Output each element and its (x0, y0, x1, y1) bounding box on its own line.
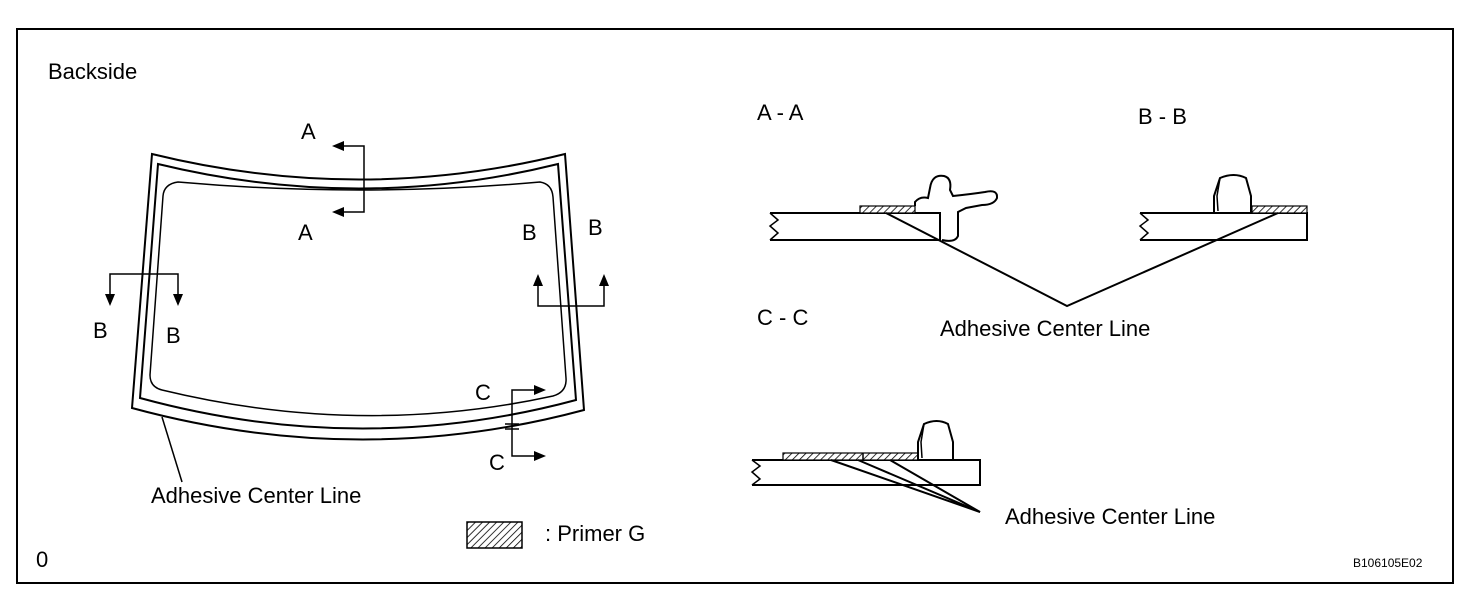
windshield-adhesive-leader (161, 416, 183, 483)
figure-code: B106105E02 (1353, 556, 1423, 570)
section-b-left-cut-marker (105, 273, 183, 306)
cut-label-c-bottom: C (489, 450, 505, 475)
cut-label-a-bottom: A (298, 220, 313, 245)
backside-title: Backside (48, 59, 137, 84)
sections-ab-adhesive-label: Adhesive Center Line (940, 316, 1150, 341)
windshield-adhesive-label: Adhesive Center Line (151, 483, 361, 508)
cut-label-b-left-outer: B (93, 318, 108, 343)
section-c-cut-marker (505, 385, 546, 461)
section-bb-label: B - B (1138, 104, 1187, 129)
section-c-adhesive-label: Adhesive Center Line (1005, 504, 1215, 529)
cut-label-b-left-inner: B (166, 323, 181, 348)
corner-mark: 0 (36, 547, 48, 572)
section-b-right-cut-marker (533, 274, 609, 307)
primer-legend-swatch (466, 521, 523, 549)
cut-label-a-top: A (301, 119, 316, 144)
primer-legend-text: : Primer G (545, 521, 645, 546)
cut-label-b-right-inner: B (522, 220, 537, 245)
section-aa-label: A - A (757, 100, 804, 125)
section-aa-drawing (768, 174, 999, 242)
section-a-cut-marker (332, 141, 365, 217)
figure-frame (16, 28, 1454, 584)
cut-label-c-top: C (475, 380, 491, 405)
windshield-outline (130, 152, 586, 441)
section-bb-drawing (1138, 174, 1308, 241)
section-cc-label: C - C (757, 305, 808, 330)
sections-ab-adhesive-leaders (885, 212, 1279, 308)
section-cc-drawing (750, 420, 981, 513)
cut-label-b-right-outer: B (588, 215, 603, 240)
